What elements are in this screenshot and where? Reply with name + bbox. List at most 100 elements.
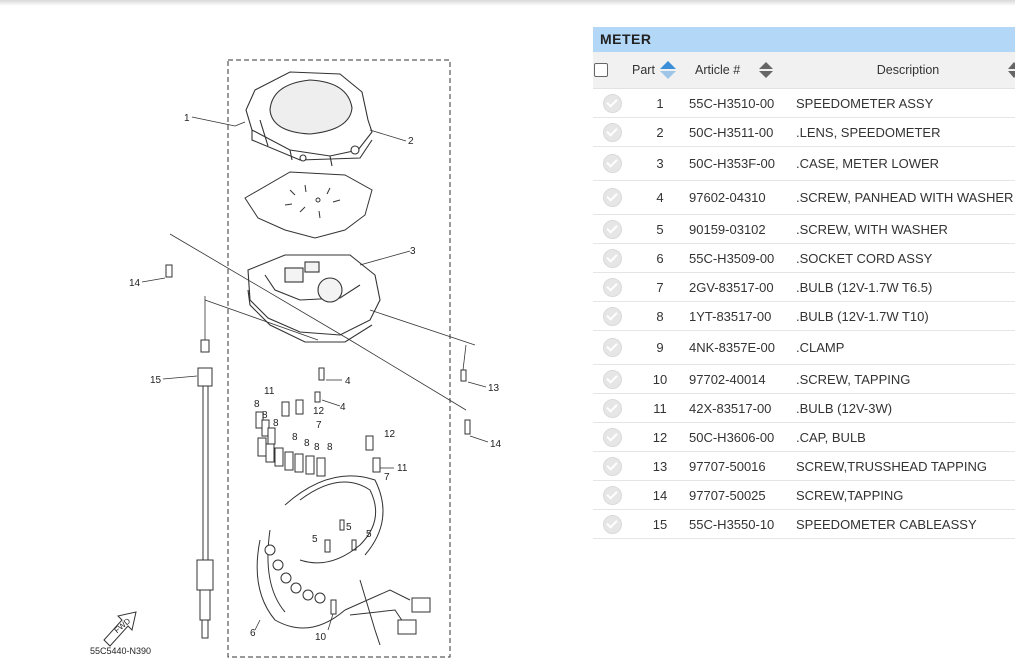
meter-upper-case [245,71,373,167]
part-number: 4 [631,180,689,215]
part-description: SCREW,TRUSSHEAD TAPPING [796,451,1015,481]
meter-lower-case [247,254,381,343]
row-select-check-icon[interactable] [602,277,622,297]
row-select-check-icon[interactable] [602,93,622,113]
callout-11a: 11 [264,386,275,397]
dial-plate [244,171,373,239]
callout-14a: 14 [129,278,141,289]
row-select-cell [593,330,631,365]
row-select-cell [593,480,631,510]
callout-8d: 8 [292,432,298,443]
callout-12a: 12 [313,406,325,417]
part-number: 1 [631,88,689,118]
parts-table: Part Article # [593,52,1015,539]
part-number: 11 [631,393,689,423]
row-select-check-icon[interactable] [602,398,622,418]
row-select-check-icon[interactable] [602,427,622,447]
part-number: 5 [631,214,689,244]
part-number: 7 [631,272,689,302]
callout-12b: 12 [384,429,396,440]
callout-5c: 5 [366,529,372,540]
description-header-label: Description [876,63,940,77]
part-description: .CLAMP [796,330,1015,365]
table-header-row: Part Article # [593,52,1015,89]
select-all-checkbox[interactable] [594,63,608,78]
callout-15: 15 [150,375,162,386]
article-number: 42X-83517-00 [689,393,796,423]
row-select-check-icon[interactable] [602,338,622,357]
callout-14b: 14 [490,439,502,450]
row-select-cell [593,146,631,181]
row-select-cell [593,243,631,273]
sort-active-icon[interactable] [659,60,677,80]
row-select-check-icon[interactable] [602,122,622,142]
leader-lines [141,116,489,631]
callout-8f: 8 [314,442,320,453]
callout-3: 3 [410,246,416,257]
part-description: SPEEDOMETER ASSY [796,88,1015,118]
row-select-check-icon[interactable] [602,514,622,534]
article-header-label: Article # [695,63,741,77]
article-number: 97702-40014 [689,364,796,394]
callout-7b: 7 [384,472,390,483]
description-column-header[interactable]: Description [796,52,1015,89]
row-select-cell [593,422,631,452]
callout-numbers: 1 2 3 4 4 5 5 5 6 7 7 8 8 8 8 8 8 8 10 1… [129,113,502,643]
callout-4a: 4 [345,376,351,387]
row-select-check-icon[interactable] [602,154,622,173]
row-select-check-icon[interactable] [602,188,622,207]
panel-title: METER [593,27,1015,52]
callout-8b: 8 [262,410,268,421]
article-number: 50C-H3511-00 [689,117,796,147]
forward-arrow-icon: FWD [103,611,137,647]
row-select-check-icon[interactable] [602,219,622,239]
part-number: 13 [631,451,689,481]
speedometer-cable [196,339,214,639]
row-select-check-icon[interactable] [602,248,622,268]
row-select-check-icon[interactable] [602,306,622,326]
article-column-header[interactable]: Article # [689,52,796,89]
socket-cord-assy [256,475,431,646]
part-number: 2 [631,117,689,147]
article-number: 55C-H3509-00 [689,243,796,273]
sort-icon[interactable] [1007,61,1015,79]
callout-2: 2 [408,136,414,147]
row-select-cell [593,88,631,118]
article-number: 2GV-83517-00 [689,272,796,302]
row-select-check-icon[interactable] [602,369,622,389]
article-number: 55C-H3550-10 [689,509,796,539]
part-column-header[interactable]: Part [631,52,689,89]
callout-8a: 8 [254,399,260,410]
row-select-cell [593,364,631,394]
row-select-check-icon[interactable] [602,485,622,505]
parts-panel: METER Part [593,27,1015,539]
row-select-check-icon[interactable] [602,456,622,476]
part-number: 8 [631,301,689,331]
article-number: 90159-03102 [689,214,796,244]
callout-8e: 8 [304,438,310,449]
part-number: 12 [631,422,689,452]
screw-parts [165,264,471,615]
article-number: 97602-04310 [689,180,796,215]
part-description: SPEEDOMETER CABLEASSY [796,509,1015,539]
sort-icon[interactable] [758,61,774,79]
part-description: .BULB (12V-3W) [796,393,1015,423]
part-number: 9 [631,330,689,365]
exploded-parts-diagram: 1 2 3 4 4 5 5 5 6 7 7 8 8 8 8 8 8 8 10 1… [90,59,502,658]
callout-5b: 5 [346,522,352,533]
